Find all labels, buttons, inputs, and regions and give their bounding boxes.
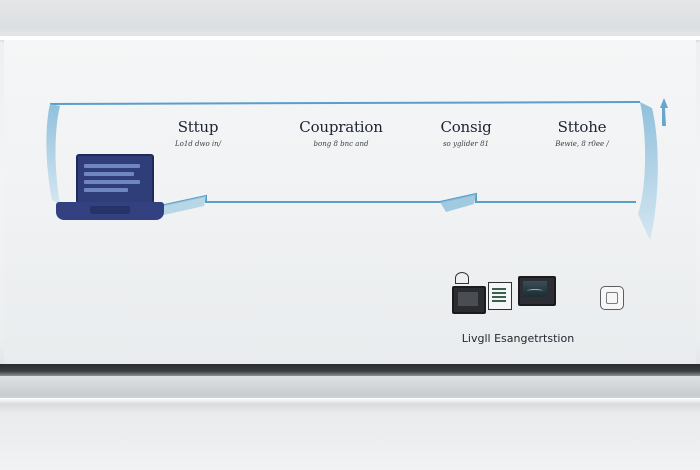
screen-bar [84,180,140,184]
step-setup[interactable]: Sttup Lo1d dwo in/ [162,118,234,148]
step-configuration[interactable]: Coupration bong 8 bnc and [292,118,390,148]
screen-bar [84,172,134,176]
laptop-icon [56,154,166,226]
ribbon-tail-2 [440,194,476,212]
step-subtitle: so yglider 81 [442,140,490,148]
monitor-icon[interactable] [452,286,486,314]
step-title: Consig [440,118,492,136]
step-subtitle: Bewie, 8 r0ee / [555,140,609,148]
ribbon-bottom [159,192,636,207]
ribbon-left-fold [46,104,60,204]
laptop-screen [76,154,154,204]
step-config[interactable]: Consig so yglider 81 [428,118,504,148]
screen-bar [84,188,128,192]
document-icon[interactable] [488,282,512,310]
step-subtitle: bong 8 bnc and [313,140,369,148]
step-title: Sttup [177,118,219,136]
step-title: Coupration [299,118,383,136]
corner-arrow-top [660,98,668,126]
display-icon[interactable] [518,276,556,306]
screen-bar [84,164,140,168]
ribbon-top [49,101,641,105]
display-wave [527,289,543,293]
chip-icon[interactable] [600,286,624,310]
ribbon-right-fold [638,102,658,240]
monitor-handle-icon [455,272,469,284]
ribbon-tail-1 [150,196,206,218]
shelf-edge [0,398,700,404]
chip-core [606,292,618,304]
monitor-screen [458,292,478,306]
step-title: Sttohe [557,118,607,136]
laptop-keyboard [90,206,130,214]
top-frame-edge [0,36,700,40]
step-subtitle: Lo1d dwo in/ [174,140,222,148]
footer-caption: Livgll Esangetrtstion [461,332,575,345]
step-store[interactable]: Sttohe Bewie, 8 r0ee / [542,118,622,148]
document-lines [492,288,506,302]
screen-bezel [0,364,700,376]
